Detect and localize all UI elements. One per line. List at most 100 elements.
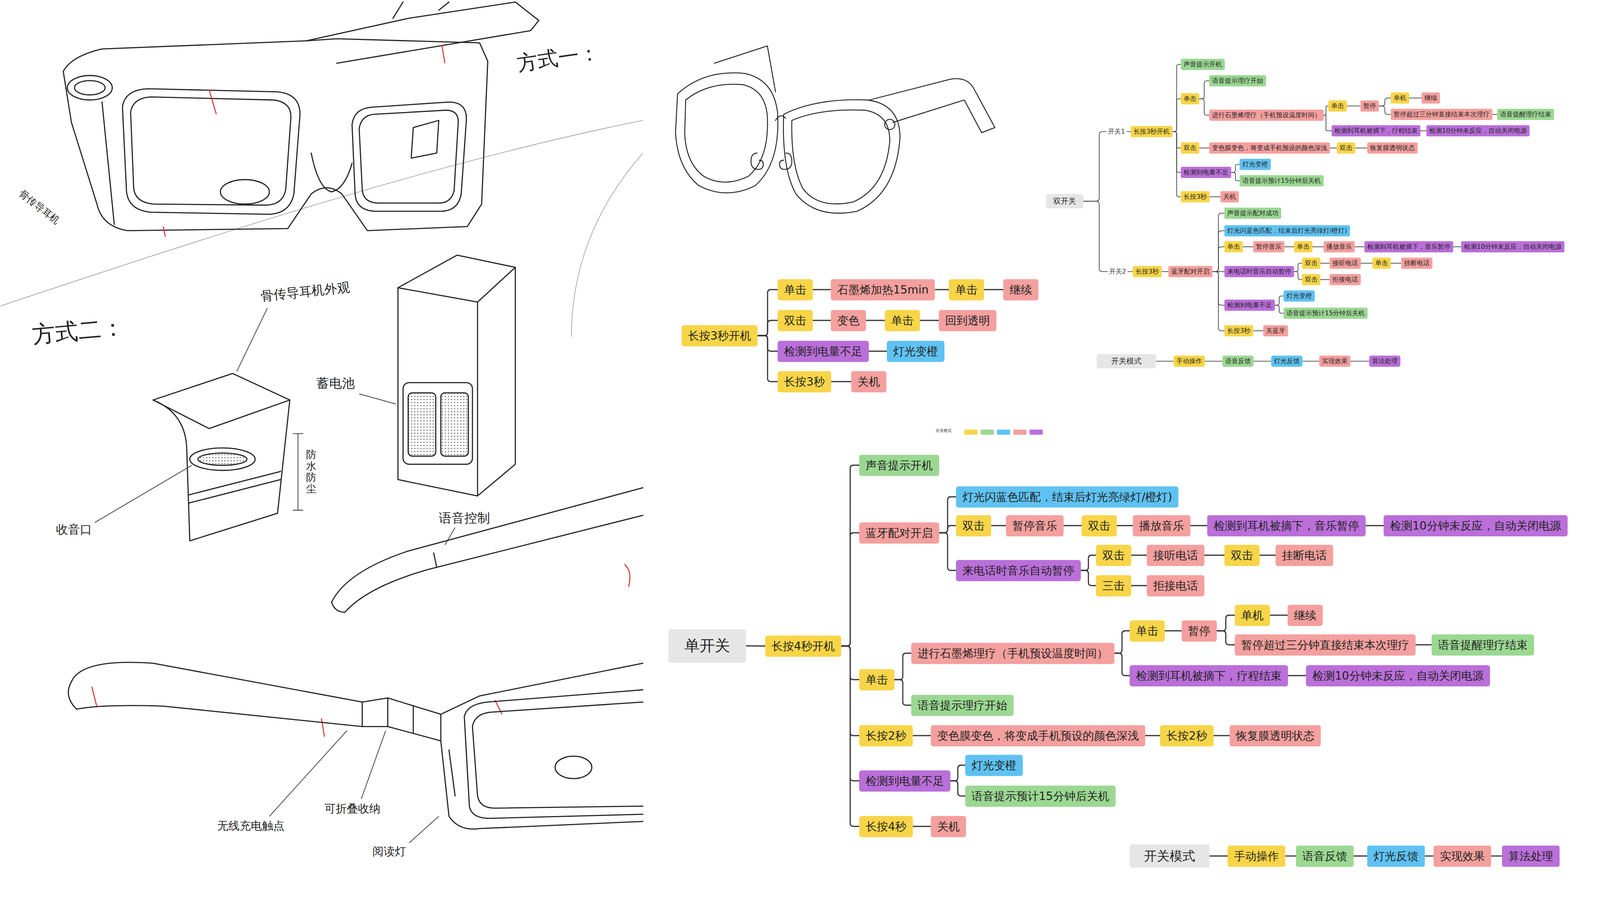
nose-swirl xyxy=(751,153,764,170)
connector xyxy=(1131,585,1147,587)
node-text: 双击 xyxy=(1183,144,1197,152)
node-text: 长按3秒开机 xyxy=(1133,127,1170,136)
node-text: 双击 xyxy=(1304,259,1318,268)
connector xyxy=(1323,106,1329,116)
guide-lines xyxy=(0,120,643,337)
node-text: 来电话时音乐自动暂停 xyxy=(1227,267,1292,276)
red-mark xyxy=(624,564,630,587)
legend-link xyxy=(1209,855,1228,857)
node-text: 检测10分钟未反应，自动关闭电源 xyxy=(1390,518,1562,533)
node-text: 继续 xyxy=(1424,94,1438,102)
algorithm-box: 检测到电量不足 xyxy=(1180,166,1232,178)
mini-chip xyxy=(964,429,978,435)
operation-box: 长按3秒开机 xyxy=(1130,126,1173,138)
part-label: 阅读灯 xyxy=(372,844,406,859)
effect-box: 接听电话 xyxy=(1329,257,1361,269)
node-text: 进行石墨烯理疗（手机预设温度时间） xyxy=(1212,111,1321,120)
node-text: 暂停 xyxy=(1363,102,1376,110)
node-text: 变色 xyxy=(837,313,860,328)
legend-text: 灯光反馈 xyxy=(1373,849,1419,864)
lens-rim xyxy=(684,84,768,183)
node-text: 灯光闪蓝色匹配，结束后灯光亮绿灯/橙灯) xyxy=(1227,226,1348,235)
temple-tip xyxy=(68,681,77,710)
node-text: 双击 xyxy=(962,518,985,533)
connector xyxy=(1213,735,1230,737)
operation-box: 单击 xyxy=(1180,93,1200,105)
legend-link xyxy=(1491,855,1502,857)
connector xyxy=(939,496,956,533)
edge-label: 开关2 xyxy=(1107,267,1128,276)
node-text: 语音提示理疗开始 xyxy=(917,698,1008,713)
connector xyxy=(812,320,831,322)
connector xyxy=(1354,246,1365,248)
algorithm-box: 检测到耳机被摘下，音乐暂停 xyxy=(1207,515,1366,537)
operation-box: 长按3秒 xyxy=(777,371,832,393)
effect-box: 接听电话 xyxy=(1146,544,1205,566)
effect-box: 拒接电话 xyxy=(1329,274,1361,286)
connector xyxy=(1492,114,1498,115)
connector xyxy=(1172,131,1181,197)
node-text: 灯光变橙 xyxy=(1242,160,1268,169)
node-text: 暂停 xyxy=(1188,624,1211,638)
connector xyxy=(894,679,912,706)
connector xyxy=(757,289,778,336)
frame-outline xyxy=(440,740,643,830)
operation-box: 双击 xyxy=(956,515,992,537)
effect-box: 石墨烯加热15min xyxy=(830,279,935,301)
effect-box: 暂停超过三分钟直接结束本次理疗 xyxy=(1234,634,1416,656)
nose-pad xyxy=(220,179,270,204)
part-label: 无线充电触点 xyxy=(217,819,285,833)
legend-link xyxy=(1156,360,1174,362)
guide-curve xyxy=(0,120,643,306)
connector xyxy=(1199,80,1210,99)
node-text: 双击 xyxy=(1339,144,1353,152)
node-text: 长按2秒 xyxy=(1166,728,1208,743)
effect-box: 关机 xyxy=(1220,191,1239,203)
reading-lamp xyxy=(555,756,592,779)
connector xyxy=(1216,630,1235,645)
node-text: 关蓝牙 xyxy=(1266,326,1286,335)
connector xyxy=(1199,147,1210,149)
operation-box: 单击 xyxy=(777,279,813,301)
connector xyxy=(984,289,1004,291)
algorithm-box: 检测10分钟未反应，自动关闭电源 xyxy=(1426,125,1530,137)
effect-box: 关机 xyxy=(851,371,887,393)
node-text: 双击 xyxy=(1230,548,1254,563)
connector xyxy=(934,289,949,291)
legend-swatch: 实现效果 xyxy=(1319,355,1351,367)
connector xyxy=(1346,105,1361,107)
operation-box: 长按2秒 xyxy=(859,725,913,747)
node-text: 语音提醒理疗结束 xyxy=(1438,638,1528,652)
node-text: 单击 xyxy=(1296,242,1310,251)
effect-box: 拒接电话 xyxy=(1146,575,1205,597)
node-text: 检测到耳机被摘下，音乐暂停 xyxy=(1367,242,1451,251)
connector xyxy=(841,532,860,646)
effect-box: 关蓝牙 xyxy=(1263,325,1288,337)
light-box: 灯光变橙 xyxy=(1283,290,1315,302)
connector xyxy=(866,320,885,322)
operation-box: 长按3秒 xyxy=(1180,191,1210,203)
part-label: 可折叠收纳 xyxy=(324,802,381,816)
hinge-seam xyxy=(412,706,414,733)
connector xyxy=(939,525,956,533)
leader-line xyxy=(409,816,439,843)
operation-box: 单击 xyxy=(859,669,895,691)
node-text: 进行石墨烯理疗（手机预设温度时间） xyxy=(917,646,1108,661)
connector xyxy=(1080,555,1096,571)
effect-box: 挂断电话 xyxy=(1275,544,1334,566)
effect-box: 恢复膜透明状态 xyxy=(1229,725,1321,747)
red-mark xyxy=(442,44,446,64)
connector xyxy=(912,826,931,828)
light-box: 灯光闪蓝色匹配，结束后灯光亮绿灯/橙灯) xyxy=(1224,225,1350,237)
mini-chip xyxy=(996,429,1010,435)
operation-box: 长按2秒 xyxy=(1160,725,1214,747)
connector xyxy=(1284,246,1294,248)
connector xyxy=(1161,271,1169,272)
leader-lines xyxy=(94,308,456,843)
part-label: 收音口 xyxy=(56,522,92,537)
node-text: 单机 xyxy=(1241,608,1264,623)
node-text: 长按3秒 xyxy=(1227,326,1251,335)
node-text: 来电话时音乐自动暂停 xyxy=(962,563,1075,578)
red-mark xyxy=(163,226,166,237)
operation-box: 单击 xyxy=(1328,100,1347,112)
